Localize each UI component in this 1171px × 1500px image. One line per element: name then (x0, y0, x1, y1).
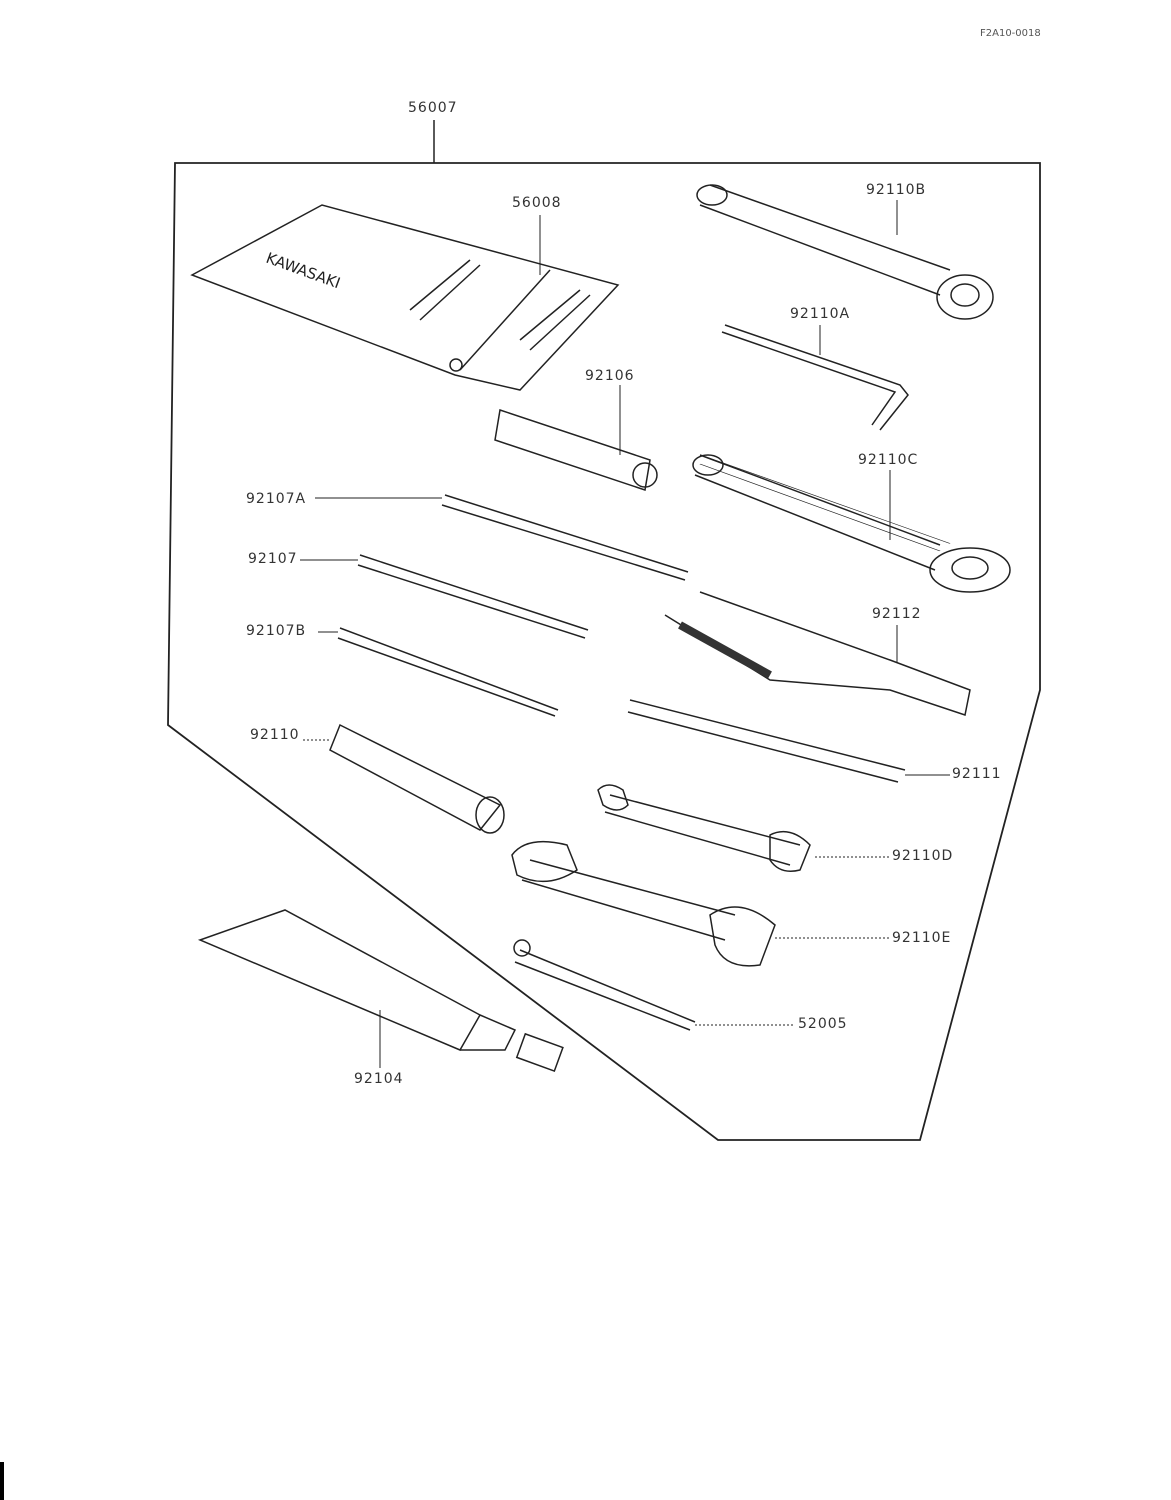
open-wrench-92110E (511, 840, 890, 967)
part-label-92110E: 92110E (892, 930, 952, 946)
part-label-92110C: 92110C (858, 452, 919, 468)
screwdriver-92107A (315, 494, 689, 581)
part-label-56007: 56007 (408, 100, 458, 116)
plug-wrench-92110 (303, 723, 505, 834)
part-label-92110: 92110 (250, 727, 300, 743)
socket-52005 (513, 939, 795, 1031)
brand-text: KAWASAKI (264, 249, 343, 292)
part-label-92110D: 92110D (892, 848, 954, 864)
pliers-92112 (664, 591, 971, 716)
socket-handle-92106 (494, 385, 658, 491)
screwdriver-92107 (300, 554, 589, 639)
part-label-92111: 92111 (952, 766, 1002, 782)
part-label-92107: 92107 (248, 551, 298, 567)
ring-wrench-92110C (692, 454, 1011, 593)
grease-tube-92104 (197, 909, 564, 1073)
bar-92111 (627, 699, 950, 783)
part-label-92112: 92112 (872, 606, 922, 622)
ring-wrench-92110B (696, 184, 994, 320)
hex-key-92110A (721, 324, 909, 431)
part-label-92106: 92106 (585, 368, 635, 384)
tool-bag-56008: KAWASAKI (190, 204, 620, 391)
open-wrench-92110D (597, 784, 890, 872)
part-label-92110A: 92110A (790, 306, 851, 322)
scan-edge-mark (0, 1462, 4, 1500)
part-label-52005: 52005 (798, 1016, 848, 1032)
drawing-code: F2A10-0018 (980, 28, 1041, 39)
part-label-92107B: 92107B (246, 623, 307, 639)
kit-boundary-outline (167, 162, 1041, 1141)
part-label-92110B: 92110B (866, 182, 927, 198)
part-label-92104: 92104 (354, 1071, 404, 1087)
part-label-56008: 56008 (512, 195, 562, 211)
part-label-92107A: 92107A (246, 491, 307, 507)
screwdriver-92107B (318, 627, 559, 717)
